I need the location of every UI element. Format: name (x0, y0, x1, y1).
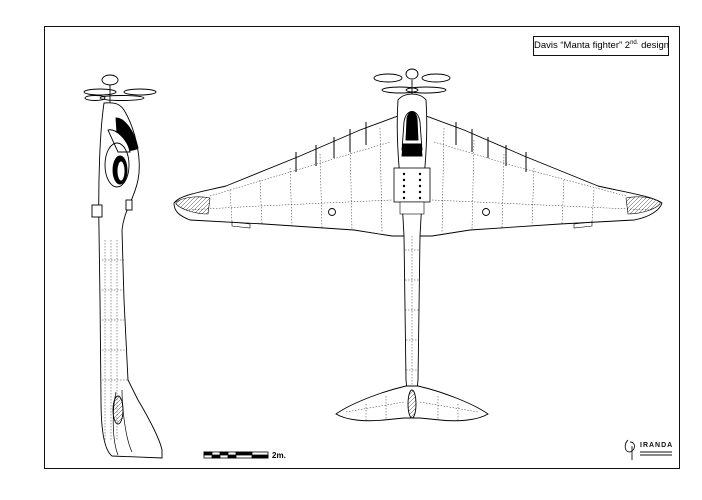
drawing-frame (44, 26, 680, 469)
drawing-title: Davis “Manta fighter” 2nd. design (533, 36, 669, 56)
title-superscript: nd. (630, 39, 639, 46)
side-tail (112, 389, 133, 456)
top-propellers (373, 68, 451, 95)
scale-label: 2m. (272, 451, 286, 460)
signature-mark (624, 439, 672, 460)
top-view (173, 68, 663, 422)
side-view (83, 74, 163, 459)
signature-text: IRANDA (640, 442, 674, 449)
side-fuselage-outline (98, 102, 163, 459)
scale-bar (203, 451, 269, 459)
side-propellers (83, 74, 157, 103)
title-suffix: design (638, 40, 670, 51)
title-prefix: Davis “Manta fighter” 2 (534, 40, 631, 51)
